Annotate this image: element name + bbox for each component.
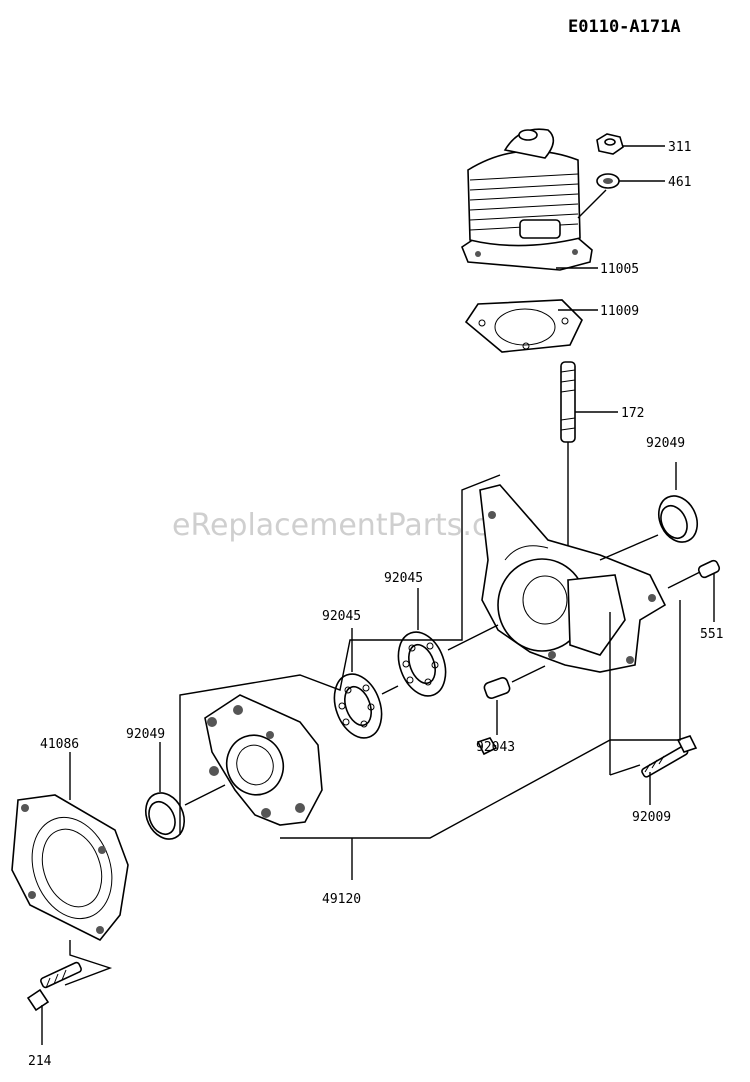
gasket	[464, 299, 583, 353]
part-label-11009[interactable]: 11009	[600, 304, 639, 319]
part-label-461[interactable]: 461	[668, 175, 691, 190]
watermark: eReplacementParts.com	[172, 508, 536, 543]
part-label-92049-upper[interactable]: 92049	[646, 436, 685, 451]
bracket-49120-upper	[179, 474, 501, 835]
seal-axis-upper	[599, 534, 659, 561]
dowel-axis	[667, 571, 701, 589]
part-label-49120[interactable]: 49120	[322, 892, 361, 907]
bolt-axis-92009b	[609, 764, 641, 776]
part-label-92043[interactable]: 92043	[476, 740, 515, 755]
part-label-92045-right[interactable]: 92045	[384, 571, 423, 586]
diagram-code: E0110-A171A	[568, 17, 681, 37]
seal-axis-lower	[184, 784, 226, 806]
part-label-172[interactable]: 172	[621, 406, 644, 421]
part-label-551[interactable]: 551	[700, 627, 723, 642]
oil-seal-upper	[657, 495, 699, 543]
bolt-head-92009	[676, 735, 698, 753]
dowel-pin	[697, 559, 721, 579]
part-label-92049-lower[interactable]: 92049	[126, 727, 165, 742]
fan-housing	[11, 794, 129, 942]
leader-461-assy	[577, 189, 607, 219]
bearing-left	[333, 673, 383, 739]
bearing-axis-left	[381, 685, 399, 695]
crankcase-half	[204, 694, 323, 826]
bolt-axis-214	[64, 940, 113, 986]
crankcase	[479, 484, 667, 673]
washer	[596, 173, 620, 189]
oil-seal-lower	[144, 792, 186, 840]
part-label-92009[interactable]: 92009	[632, 810, 671, 825]
dowel-axis-92043	[511, 665, 546, 683]
part-label-92045-left[interactable]: 92045	[322, 609, 361, 624]
part-label-311[interactable]: 311	[668, 140, 691, 155]
part-label-41086[interactable]: 41086	[40, 737, 79, 752]
dowel	[483, 676, 511, 700]
nut	[596, 133, 624, 155]
bearing-axis-right	[447, 624, 499, 651]
part-label-11005[interactable]: 11005	[600, 262, 639, 277]
bolt-214	[26, 961, 82, 1012]
cylinder	[461, 128, 593, 271]
bracket-49120-lower	[280, 600, 681, 839]
stud	[560, 361, 576, 443]
part-label-214[interactable]: 214	[28, 1054, 52, 1069]
bearing-right	[397, 631, 447, 697]
